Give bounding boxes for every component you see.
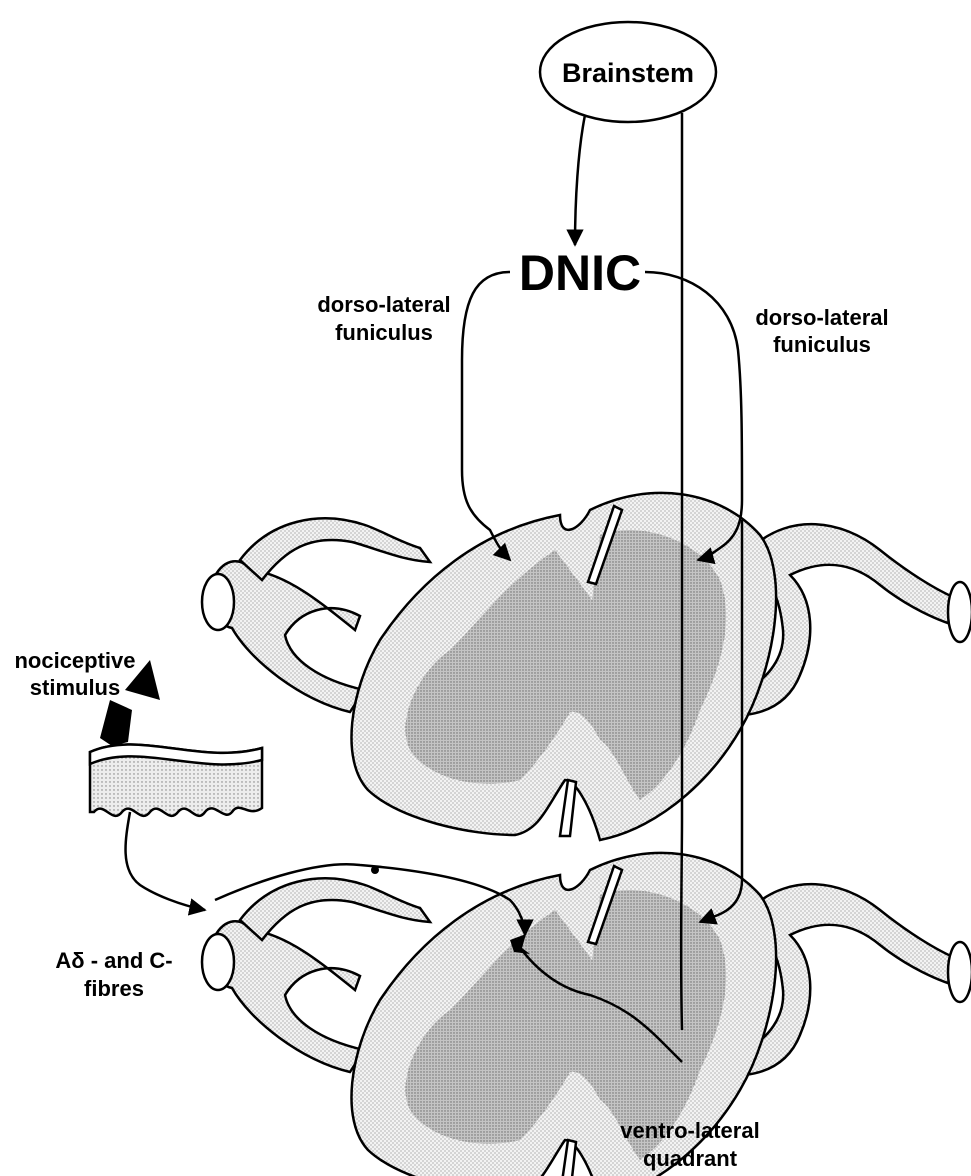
dlf-right-label-line2: funiculus <box>773 332 871 357</box>
sensory-fibre <box>126 812 205 910</box>
stimulus-label-line1: nociceptive <box>14 648 135 673</box>
vlq-label-line2: quadrant <box>643 1146 738 1171</box>
vlq-label-line1: ventro-lateral <box>620 1118 759 1143</box>
upper-spinal-segment <box>202 493 971 840</box>
fibres-label-line1: Aδ - and C- <box>55 948 172 973</box>
dlf-right-label-line1: dorso-lateral <box>755 305 888 330</box>
fibres-label-line2: fibres <box>84 976 144 1001</box>
left-dlf-descending-pathway <box>462 272 510 560</box>
brainstem-label: Brainstem <box>562 58 694 88</box>
dlf-left-label-line2: funiculus <box>335 320 433 345</box>
dnic-label: DNIC <box>519 245 641 301</box>
ascending-vlq-pathway <box>681 113 682 1030</box>
lower-spinal-segment <box>202 853 971 1176</box>
dlf-left-label-line1: dorso-lateral <box>317 292 450 317</box>
stimulus-label-line2: stimulus <box>30 675 120 700</box>
afferent-cell-body <box>371 866 379 874</box>
brainstem-to-dnic-arrow <box>575 115 585 245</box>
